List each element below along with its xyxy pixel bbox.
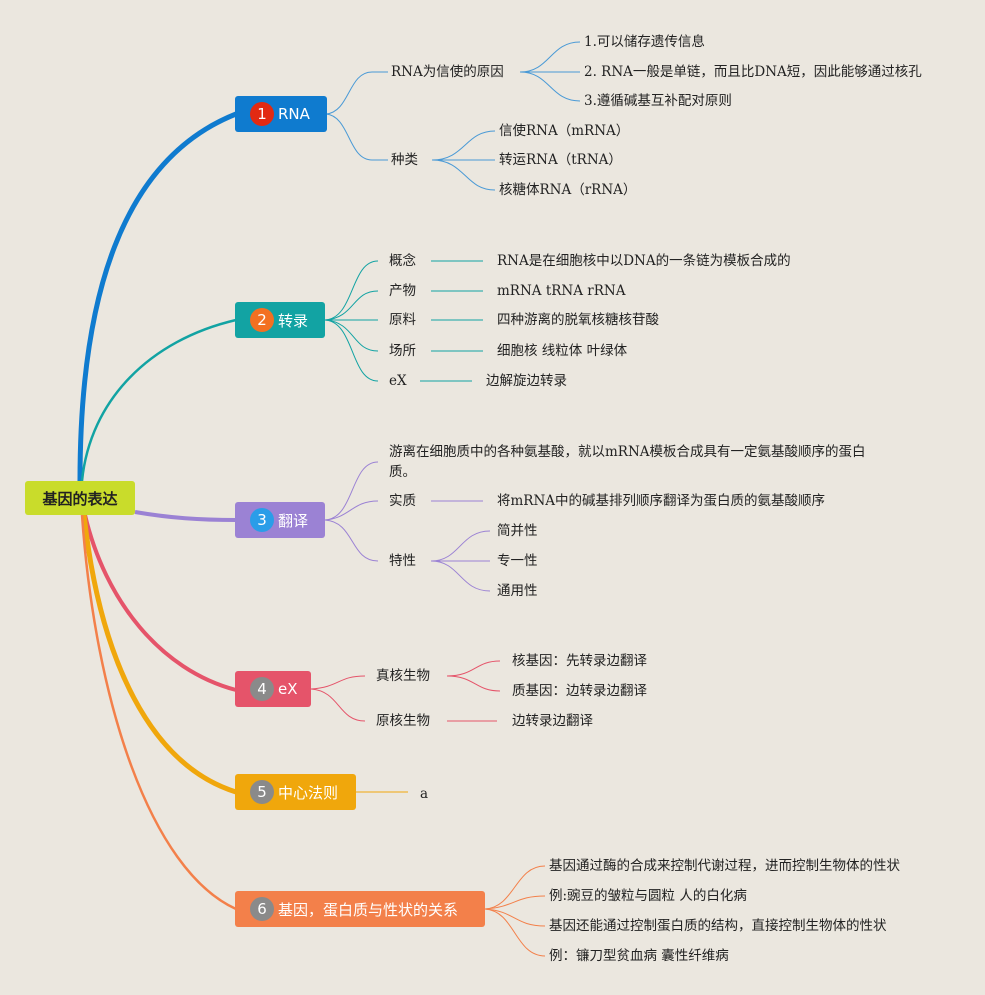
number-badge-icon: 3 bbox=[250, 508, 274, 532]
node-relation-4[interactable]: 例：镰刀型贫血病 囊性纤维病 bbox=[549, 948, 729, 964]
node-rna-reason-2[interactable]: 2. RNA一般是单链，而且比DNA短，因此能够通过核孔 bbox=[584, 64, 922, 80]
node-relation-2[interactable]: 例:豌豆的皱粒与圆粒 人的白化病 bbox=[549, 888, 747, 904]
node-tl-definition[interactable]: 游离在细胞质中的各种氨基酸，就以mRNA模板合成具有一定氨基酸顺序的蛋白质。 bbox=[389, 444, 866, 480]
node-tr-ex[interactable]: eX bbox=[389, 373, 407, 389]
node-ex-prokaryote-value[interactable]: 边转录边翻译 bbox=[512, 713, 593, 729]
connector-reason-3 bbox=[519, 71, 581, 102]
connector-b2-place bbox=[324, 319, 379, 352]
node-tl-feature[interactable]: 特性 bbox=[389, 553, 416, 569]
node-tr-place[interactable]: 场所 bbox=[389, 343, 416, 359]
connector-reason-1 bbox=[519, 41, 581, 73]
node-tr-product-value[interactable]: mRNA tRNA rRNA bbox=[497, 283, 626, 299]
branch-central-dogma[interactable]: 5 中心法则 bbox=[235, 774, 356, 810]
number-badge-icon: 6 bbox=[250, 897, 274, 921]
node-rna-type-1[interactable]: 信使RNA（mRNA） bbox=[499, 123, 630, 139]
root-label: 基因的表达 bbox=[42, 489, 118, 508]
connector-b1-type bbox=[325, 113, 388, 161]
connector-b3-essence bbox=[324, 500, 379, 521]
node-tl-feature-1[interactable]: 简并性 bbox=[497, 523, 538, 539]
branch-transcription[interactable]: 2 转录 bbox=[235, 302, 325, 338]
number-badge-icon: 2 bbox=[250, 308, 274, 332]
node-central-dogma-a[interactable]: a bbox=[420, 786, 429, 802]
node-tr-material-value[interactable]: 四种游离的脱氧核糖核苷酸 bbox=[497, 312, 659, 328]
node-rna-type-3[interactable]: 核糖体RNA（rRNA） bbox=[499, 182, 637, 198]
branch-translation[interactable]: 3 翻译 bbox=[235, 502, 325, 538]
branch-ex[interactable]: 4 eX bbox=[235, 671, 311, 707]
connector-type-3 bbox=[431, 159, 496, 191]
node-ex-eukaryote[interactable]: 真核生物 bbox=[376, 668, 430, 684]
node-tl-essence-value[interactable]: 将mRNA中的碱基排列顺序翻译为蛋白质的氨基酸顺序 bbox=[497, 493, 826, 509]
branch-label: 翻译 bbox=[278, 511, 309, 530]
branch-label: eX bbox=[278, 680, 298, 698]
connector-euk-1 bbox=[446, 660, 501, 677]
connector-type-1 bbox=[431, 130, 496, 161]
node-tl-feature-2[interactable]: 专一性 bbox=[497, 553, 538, 569]
node-ex-eukaryote-2[interactable]: 质基因：边转录边翻译 bbox=[512, 683, 647, 699]
branch-rna[interactable]: 1 RNA bbox=[235, 96, 327, 132]
number-badge-icon: 5 bbox=[250, 780, 274, 804]
connector-b3-feature bbox=[324, 519, 379, 562]
connector-b1-reason bbox=[325, 71, 388, 115]
connector-b6-2 bbox=[484, 895, 546, 910]
node-rna-reason[interactable]: RNA为信使的原因 bbox=[391, 64, 504, 80]
node-relation-1[interactable]: 基因通过酶的合成来控制代谢过程，进而控制生物体的性状 bbox=[549, 858, 900, 874]
connector-root-b4 bbox=[83, 514, 237, 692]
node-tr-concept[interactable]: 概念 bbox=[389, 253, 416, 269]
branch-label: 中心法则 bbox=[278, 783, 339, 802]
node-tr-concept-value[interactable]: RNA是在细胞核中以DNA的一条链为模板合成的 bbox=[497, 253, 791, 269]
connector-root-b3 bbox=[134, 510, 237, 522]
node-tr-place-value[interactable]: 细胞核 线粒体 叶绿体 bbox=[497, 343, 628, 359]
node-tr-ex-value[interactable]: 边解旋边转录 bbox=[486, 373, 567, 389]
connector-root-b1 bbox=[77, 111, 239, 484]
connector-b6-1 bbox=[484, 865, 546, 910]
connector-feature-3 bbox=[430, 560, 491, 592]
branch-label: 转录 bbox=[278, 311, 309, 330]
number-badge-icon: 1 bbox=[250, 102, 274, 126]
node-tr-material[interactable]: 原料 bbox=[389, 312, 416, 328]
node-relation-3[interactable]: 基因还能通过控制蛋白质的结构，直接控制生物体的性状 bbox=[549, 918, 887, 934]
node-tl-essence[interactable]: 实质 bbox=[389, 493, 416, 509]
connector-feature-1 bbox=[430, 530, 491, 562]
connector-euk-2 bbox=[446, 675, 501, 692]
number-badge-icon: 4 bbox=[250, 677, 274, 701]
connector-b6-4 bbox=[484, 908, 546, 957]
connector-b4-prok bbox=[310, 688, 366, 722]
connector-root-b6 bbox=[80, 514, 237, 911]
connector-b2-ex bbox=[324, 319, 379, 382]
node-ex-eukaryote-1[interactable]: 核基因：先转录边翻译 bbox=[512, 653, 647, 669]
branch-gene-protein-trait[interactable]: 6 基因，蛋白质与性状的关系 bbox=[235, 891, 485, 927]
branch-label: RNA bbox=[278, 105, 310, 123]
branch-label: 基因，蛋白质与性状的关系 bbox=[278, 900, 459, 919]
connector-b4-euk bbox=[310, 675, 366, 690]
node-rna-reason-1[interactable]: 1.可以储存遗传信息 bbox=[584, 34, 705, 50]
connector-root-b2 bbox=[80, 318, 237, 482]
node-ex-prokaryote[interactable]: 原核生物 bbox=[376, 713, 430, 729]
root-node[interactable]: 基因的表达 bbox=[25, 481, 135, 515]
node-rna-reason-3[interactable]: 3.遵循碱基互补配对原则 bbox=[584, 93, 732, 109]
node-tr-product[interactable]: 产物 bbox=[389, 283, 416, 299]
node-rna-type-2[interactable]: 转运RNA（tRNA） bbox=[499, 152, 622, 168]
connector-b2-product bbox=[324, 290, 379, 321]
node-tl-feature-3[interactable]: 通用性 bbox=[497, 583, 538, 599]
node-rna-type[interactable]: 种类 bbox=[391, 152, 418, 168]
connector-root-b5 bbox=[81, 514, 237, 795]
connector-b2-concept bbox=[324, 260, 379, 321]
connector-b6-3 bbox=[484, 908, 546, 927]
connector-b3-def bbox=[324, 461, 379, 521]
